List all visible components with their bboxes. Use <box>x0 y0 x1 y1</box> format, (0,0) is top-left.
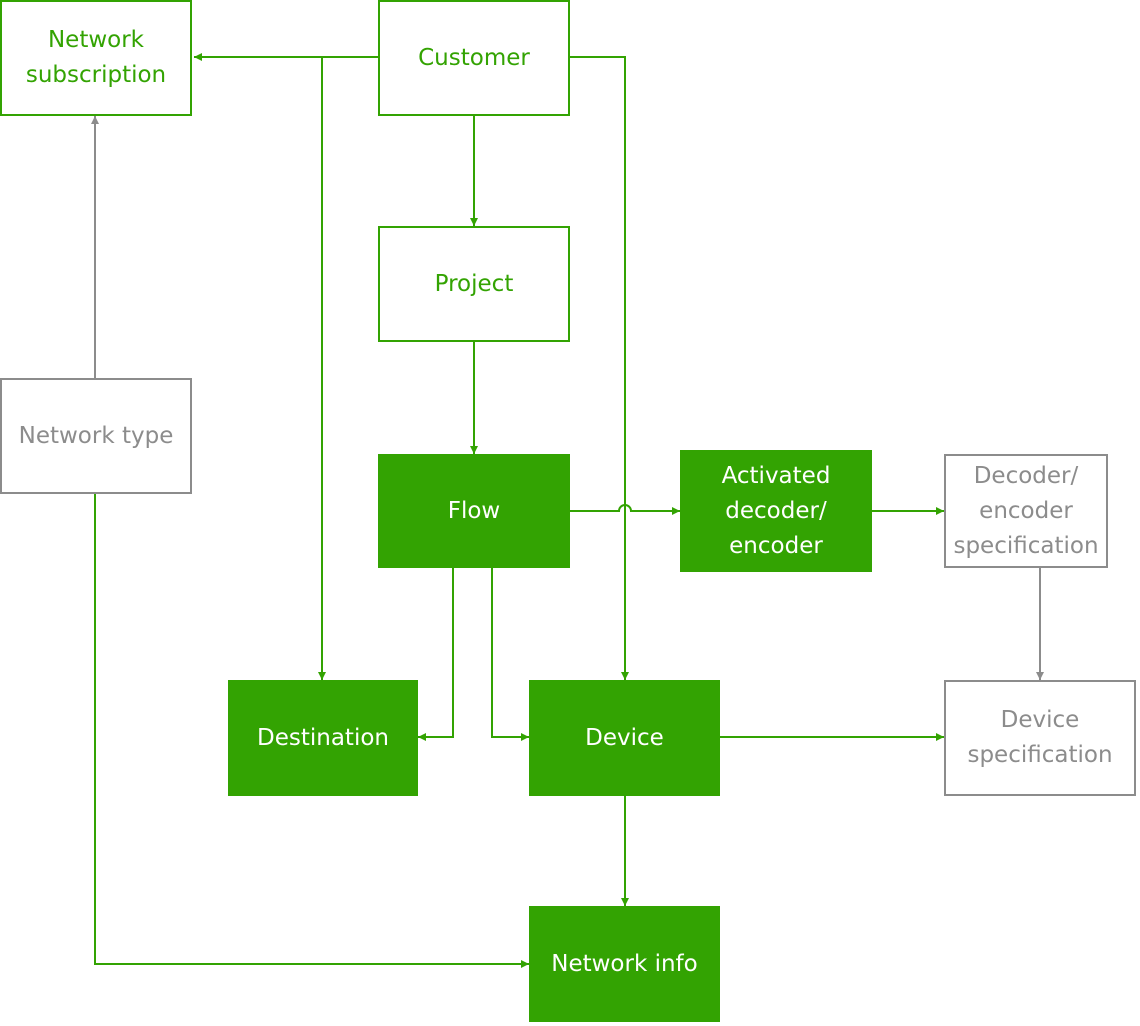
edge-flow-to-activated-decoder-encoder <box>570 504 680 515</box>
node-network-type: Network type <box>0 378 192 494</box>
node-activated-decoder-encoder: Activated decoder/ encoder <box>680 450 872 572</box>
node-customer: Customer <box>378 0 570 116</box>
node-flow: Flow <box>378 454 570 568</box>
node-destination: Destination <box>228 680 418 796</box>
node-project: Project <box>378 226 570 342</box>
edge-customer-to-device <box>570 56 629 680</box>
edge-flow-to-destination <box>418 568 454 741</box>
edge-network-type-to-network-info <box>94 494 529 968</box>
node-device-specification: Device specification <box>944 680 1136 796</box>
node-network-subscription: Network subscription <box>0 0 192 116</box>
node-decoder-encoder-specification: Decoder/ encoder specification <box>944 454 1108 568</box>
node-device: Device <box>529 680 720 796</box>
node-network-info: Network info <box>529 906 720 1022</box>
edge-flow-to-device <box>491 568 529 741</box>
